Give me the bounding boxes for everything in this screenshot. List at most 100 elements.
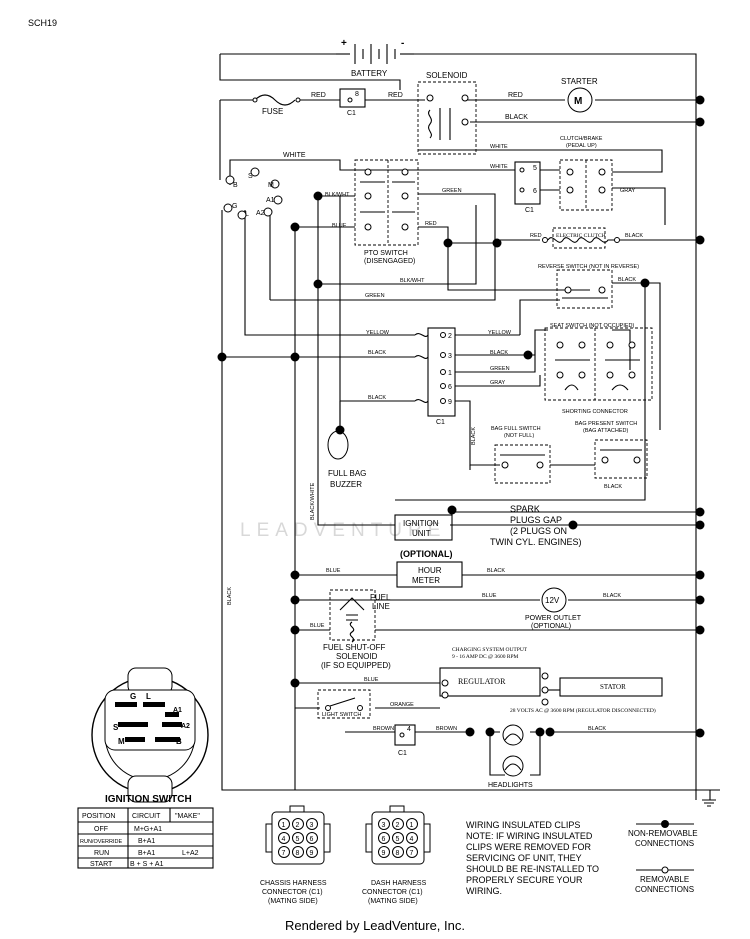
bag-present-switch: BAG PRESENT SWITCH (BAG ATTACHED) [575, 421, 648, 479]
pin-8: 8 [355, 91, 359, 98]
face-B: B [176, 737, 182, 746]
wire-label-blue: BLUE [364, 677, 379, 683]
fuel-line-1: FUEL [370, 593, 391, 602]
pto-switch: PTO SWITCH (DISENGAGED) BLK/WHT BLUE RED… [325, 144, 508, 265]
connector-pin-label: 1 [282, 822, 286, 829]
c1-label: C1 [436, 419, 445, 426]
pin-4: 4 [407, 726, 411, 733]
connector-pin-label: 4 [282, 836, 286, 843]
connector-pin-label: 3 [310, 822, 314, 829]
th-position: POSITION [82, 813, 115, 820]
footer-credit: Rendered by LeadVenture, Inc. [285, 918, 465, 933]
reverse-label: REVERSE SWITCH (NOT IN REVERSE) [538, 264, 639, 270]
connector-pin-label: 5 [296, 836, 300, 843]
wire-label-black: BLACK [490, 350, 508, 356]
term-G: G [232, 203, 237, 210]
battery-plus: + [341, 38, 347, 49]
connector-block-c1: 2 3 1 6 9 C1 [414, 327, 456, 426]
wire-label-brown: BROWN [373, 726, 394, 732]
dash-title-2: CONNECTOR (C1) [362, 889, 423, 896]
connector-pin-label: 4 [410, 836, 414, 843]
connector-pin [306, 818, 318, 830]
motor-symbol: M [574, 96, 582, 107]
wire-label-black: BLACK [368, 395, 386, 401]
connector-pin-label: 2 [296, 822, 300, 829]
full-bag-buzzer: FULL BAG BUZZER [327, 430, 366, 489]
battery-label: BATTERY [351, 69, 388, 78]
ignition-unit: IGNITION UNIT SPARK PLUGS GAP (2 PLUGS O… [394, 504, 582, 547]
connector-pin [306, 832, 318, 844]
solenoid: SOLENOID RED BLACK [417, 71, 528, 155]
pin-3: 3 [448, 353, 452, 360]
term-A1: A1 [266, 197, 275, 204]
headlights-label: HEADLIGHTS [488, 782, 533, 789]
th-circuit: CIRCUIT [132, 813, 161, 820]
connector-pin-label: 1 [410, 822, 414, 829]
wire-label-red: RED [425, 221, 437, 227]
fuse-label: FUSE [262, 107, 283, 116]
wire-label-black: BLACK [368, 350, 386, 356]
wire-label-blackwhite: BLACK/WHITE [310, 482, 316, 520]
pin-6: 6 [533, 188, 537, 195]
bag-full-state: (NOT FULL) [504, 433, 534, 439]
pto-label: PTO SWITCH [364, 250, 408, 257]
ignition-unit-label-2: UNIT [412, 529, 431, 538]
connector-pin-label: 9 [310, 850, 314, 857]
starter-label: STARTER [561, 77, 598, 86]
pin-2: 2 [448, 333, 452, 340]
note-line: SERVICING OF UNIT, THEY [466, 853, 582, 863]
connector-pin-label: 6 [310, 836, 314, 843]
wire-label-black: BLACK [588, 726, 606, 732]
face-G: G [130, 692, 136, 701]
pin-5: 5 [533, 165, 537, 172]
battery: + - BATTERY [336, 38, 414, 78]
ignition-switch-title: IGNITION SWITCH [105, 794, 192, 805]
wire-label-black: BLACK [505, 114, 528, 121]
mid-wire-labels: BLK/WHT GREEN YELLOW YELLOW BLACK BLACK … [227, 278, 622, 605]
wire-label-red: RED [388, 92, 403, 99]
fuse: FUSE RED [252, 92, 326, 116]
th-make: "MAKE" [175, 813, 200, 820]
cell: B+A1 [138, 850, 155, 857]
connector-pin-label: 8 [296, 850, 300, 857]
connector-pin [378, 846, 390, 858]
ignition-terminals: B S M A1 G L A2 WHITE [223, 152, 306, 220]
light-switch: LIGHT SWITCH [317, 689, 371, 719]
clutch-brake-state: (PEDAL UP) [566, 143, 597, 149]
cell: RUN/OVERRIDE [80, 839, 123, 845]
wires [219, 53, 720, 807]
connector-pin-label: 3 [382, 822, 386, 829]
pin-6: 6 [448, 384, 452, 391]
term-M: M [268, 182, 274, 189]
outlet-optional: (OPTIONAL) [531, 623, 571, 630]
connector-pin [278, 846, 290, 858]
regulator-label: REGULATOR [458, 677, 506, 686]
outlet-label: POWER OUTLET [525, 615, 582, 622]
connector-pin-label: 8 [396, 850, 400, 857]
fuel-sol-1: FUEL SHUT-OFF [323, 643, 385, 652]
legend-removable-1: REMOVABLE [640, 875, 689, 884]
dash-title-1: DASH HARNESS [371, 880, 427, 887]
dash-title-3: (MATING SIDE) [368, 898, 418, 905]
spark-label-1: SPARK [510, 504, 540, 514]
cell: M+G+A1 [134, 826, 162, 833]
term-B: B [233, 182, 238, 189]
battery-minus: - [401, 38, 404, 49]
wire-label-blkwht: BLK/WHT [400, 278, 425, 284]
outlet-value: 12V [545, 596, 560, 605]
light-switch-label: LIGHT SWITCH [322, 712, 361, 718]
note-line: PROPERLY SECURE YOUR [466, 875, 583, 885]
connector-pin [392, 832, 404, 844]
bag-present-label: BAG PRESENT SWITCH [575, 421, 637, 427]
stator-label: STATOR [600, 683, 626, 691]
connector-pin [292, 832, 304, 844]
wire-label-white: WHITE [490, 164, 508, 170]
spark-label-2: PLUGS GAP [510, 515, 562, 525]
pin-9: 9 [448, 399, 452, 406]
c1-label: C1 [347, 110, 356, 117]
wire-label-yellow: YELLOW [488, 330, 512, 336]
c1-label: C1 [398, 750, 407, 757]
wire-label-blue: BLUE [310, 623, 325, 629]
